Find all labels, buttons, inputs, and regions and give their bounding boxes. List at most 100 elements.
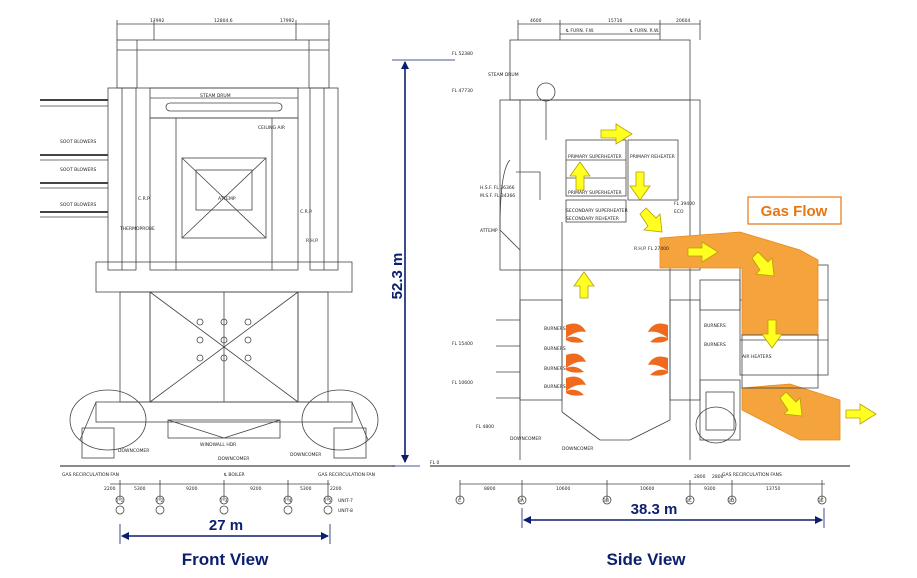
side-elev-52380: FL 52380: [452, 51, 473, 57]
side-air-heaters-label: AIR HEATERS: [742, 354, 772, 360]
front-width-dimension-label: 27 m: [209, 517, 243, 534]
flow-arrow-sh-up: [569, 161, 591, 191]
front-top-dim-2: 12804.6: [214, 18, 233, 24]
side-primary-rh-label: PRIMARY REHEATER: [630, 154, 675, 160]
flow-arrow-down-1: [629, 171, 651, 201]
flow-arrow-exit: [845, 403, 877, 425]
side-width-dimension-label: 38.3 m: [631, 501, 678, 518]
flame-front-3: [566, 376, 586, 396]
front-gas-recirc-right-label: GAS RECIRCULATION FAN: [318, 472, 375, 478]
side-elev-10600: FL 10600: [452, 380, 473, 386]
front-windbox-header-label: WINDWALL HDR: [200, 442, 236, 448]
soot-blower-label-1: SOOT BLOWERS: [60, 139, 97, 145]
side-column-mark-3e: 3E: [818, 498, 824, 504]
side-column-mark-3b: 3B: [603, 498, 609, 504]
front-column-mark-5: 7-5: [324, 498, 331, 504]
front-top-dim-1: 17992: [150, 18, 164, 24]
side-downcomer-2-label: DOWNCOMER: [562, 446, 593, 452]
side-secondary-rh-label: SECONDARY REHEATER: [566, 216, 619, 222]
side-view-labels: 4600 15716 20604 ℄ FURN. F.W. ℄ FURN. R.…: [430, 18, 824, 504]
gas-flow-callout: Gas Flow: [747, 196, 842, 225]
side-column-mark-3d: 3D: [728, 498, 735, 504]
side-width-dimension: 38.3 m: [521, 501, 825, 528]
side-attemp-label: ATTEMP: [480, 228, 498, 234]
side-bottom-dim-2: 10600: [556, 486, 570, 492]
side-elev-4800: FL 4800: [476, 424, 494, 430]
front-steam-drum-label: STEAM DRUM: [200, 93, 231, 99]
flame-rear-2: [648, 356, 668, 376]
front-bottom-dim-6: 2200: [330, 486, 342, 492]
front-rhp-label: R.H.P.: [306, 238, 319, 244]
side-downcomer-1-label: DOWNCOMER: [510, 436, 541, 442]
side-bottom-dim-7: 13750: [766, 486, 780, 492]
front-downcomer-right-label: DOWNCOMER: [290, 452, 321, 458]
front-bottom-dim-4: 9200: [250, 486, 262, 492]
soot-blower-label-2: SOOT BLOWERS: [60, 167, 97, 173]
front-bottom-dim-3: 9200: [186, 486, 198, 492]
front-unit8-label: UNIT-8: [338, 508, 353, 514]
side-burner-label-3: BURNERS: [544, 366, 566, 372]
flame-rear-1: [648, 323, 668, 343]
side-elev-15400: FL 15400: [452, 341, 473, 347]
front-width-dimension: 27 m: [119, 517, 331, 544]
side-column-mark-c: C: [458, 498, 461, 504]
front-bottom-dim-1: 2200: [104, 486, 116, 492]
side-view-drawing: [430, 20, 850, 505]
front-crp-left-label: C.R.P.: [138, 196, 150, 202]
side-burner-rear-label-1: BURNERS: [704, 323, 726, 329]
side-elev-0: FL 0: [430, 460, 440, 466]
front-view-drawing: [40, 20, 395, 515]
height-dimension: 52.3 m: [389, 59, 455, 467]
side-burner-label-2: BURNERS: [544, 346, 566, 352]
side-top-dim-3: 20604: [676, 18, 690, 24]
gas-flow-label: Gas Flow: [761, 203, 828, 220]
side-eco-label: ECO: [674, 209, 684, 215]
front-center-boiler-label: ℄ BOILER: [224, 472, 245, 478]
side-bottom-dim-1: 8800: [484, 486, 496, 492]
side-burner-rear-label-2: BURNERS: [704, 342, 726, 348]
front-view-labels: 17992 12804.6 17992 STEAM DRUM CEILING A…: [60, 18, 375, 514]
front-column-mark-1: 7-1: [116, 498, 123, 504]
side-top-dim-1: 4600: [530, 18, 542, 24]
flame-front-2: [566, 353, 586, 373]
side-view-title: Side View: [606, 550, 686, 569]
front-gas-recirc-left-label: GAS RECIRCULATION FAN: [62, 472, 119, 478]
flow-arrow-diag-1: [639, 207, 663, 233]
side-bottom-dim-6: 2800: [712, 474, 724, 480]
side-secondary-sh-label: SECONDARY SUPERHEATER: [566, 208, 628, 214]
flow-arrow-duct-diag: [751, 251, 775, 277]
gas-flow-duct-joint: [742, 328, 818, 335]
side-bottom-dim-5: 2800: [694, 474, 706, 480]
front-column-mark-3: 7-3: [220, 498, 227, 504]
side-top-dim-2: 15716: [608, 18, 622, 24]
gas-flow-box: [747, 196, 842, 225]
side-bottom-dim-4: 9300: [704, 486, 716, 492]
front-view-title: Front View: [182, 550, 269, 569]
front-column-mark-2: 7-2: [156, 498, 163, 504]
front-unit7-label: UNIT-7: [338, 498, 353, 504]
side-column-mark-3c: 3C: [686, 498, 692, 504]
height-dimension-label: 52.3 m: [389, 253, 406, 300]
flow-arrow-furnace-up: [573, 271, 595, 299]
side-primary-sh-2-label: PRIMARY SUPERHEATER: [568, 190, 622, 196]
flow-arrow-top-right: [600, 123, 633, 145]
front-top-dim-3: 17992: [280, 18, 294, 24]
front-downcomer-left-label: DOWNCOMER: [118, 448, 149, 454]
side-furnace-rw-label: ℄ FURN. R.W.: [630, 28, 659, 34]
front-thermoprobe-label: THERMOPROBE: [119, 226, 155, 232]
side-burner-label-4: BURNERS: [544, 384, 566, 390]
front-bottom-dim-5: 5300: [300, 486, 312, 492]
side-burner-label-1: BURNERS: [544, 326, 566, 332]
front-bottom-dim-2: 5300: [134, 486, 146, 492]
front-column-mark-4: 7-4: [284, 498, 291, 504]
side-hsf-label: H.S.F. FL 36366: [480, 185, 515, 191]
soot-blower-label-3: SOOT BLOWERS: [60, 202, 97, 208]
side-elev-47730: FL 47730: [452, 88, 473, 94]
burner-flames: [566, 323, 668, 396]
side-rhp-label: R.H.P. FL 27400: [634, 246, 669, 252]
front-ceiling-air-label: CEILING AIR: [258, 125, 285, 131]
flow-arrow-lower-diag: [779, 391, 803, 417]
flow-arrow-duct-right: [687, 241, 719, 263]
flow-arrows: [569, 123, 877, 425]
